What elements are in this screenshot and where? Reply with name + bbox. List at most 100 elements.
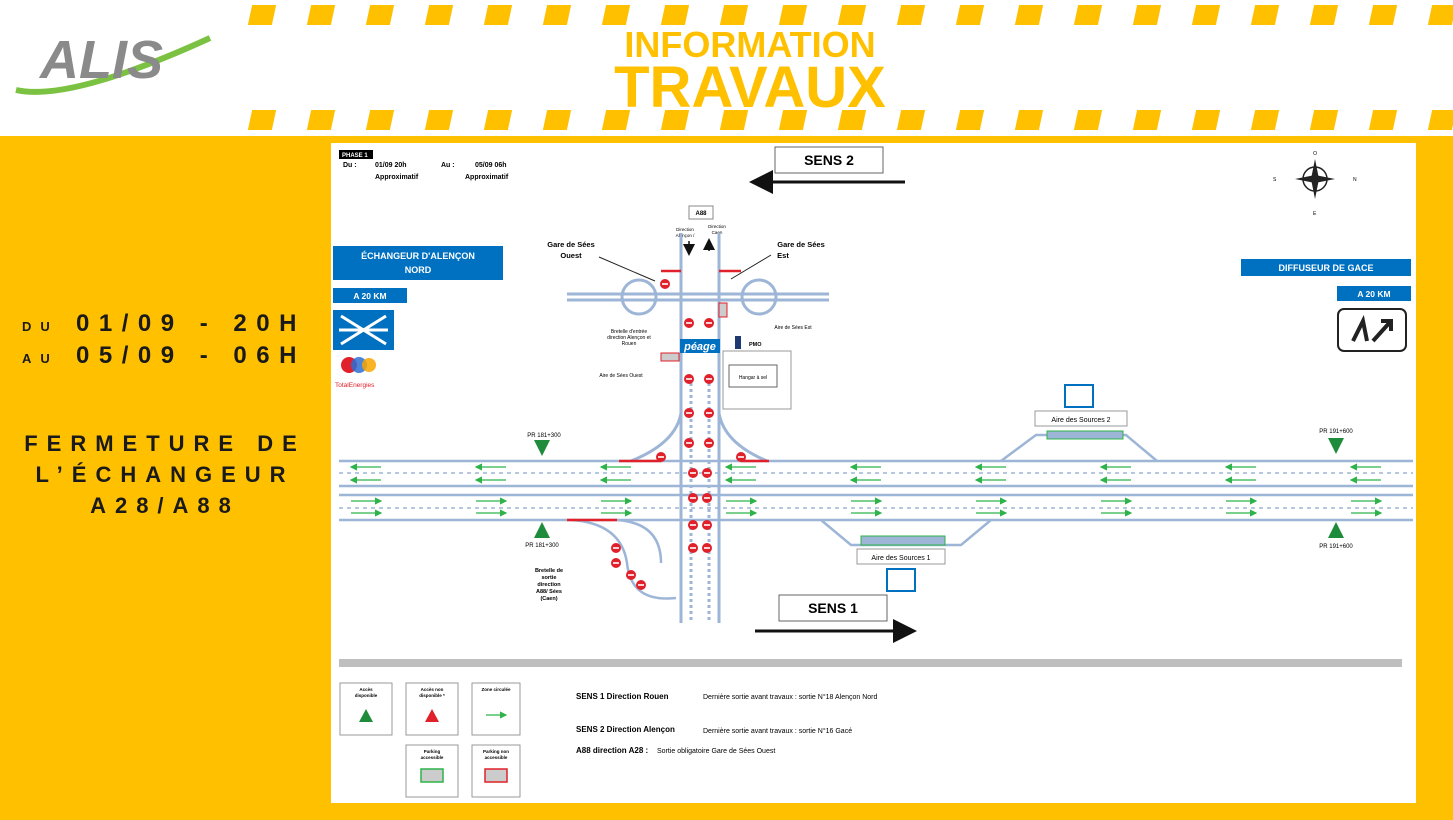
compass-e: E — [1313, 211, 1317, 217]
legend-acces-dispo-2: disponible — [355, 693, 378, 698]
dir-caen-1: Direction — [708, 224, 726, 229]
compass-s: S — [1273, 177, 1277, 183]
hazard-stripe — [601, 5, 631, 25]
hazard-stripe — [1250, 5, 1280, 25]
hazard-stripe — [719, 5, 749, 25]
hangar-inner — [728, 364, 778, 388]
phase-tag — [339, 150, 373, 159]
sens2-label: SENS 2 — [804, 152, 854, 168]
dir-caen-2: Caen — [712, 230, 723, 235]
pr-191-bottom-label: PR 191+600 — [1319, 544, 1353, 550]
au-label: AU — [22, 351, 59, 366]
echangeur-line1: ÉCHANGEUR D'ALENÇON — [361, 251, 475, 261]
no-entry-bar — [628, 574, 634, 576]
title-information: INFORMATION — [624, 24, 876, 65]
aire-sources2-box — [1034, 410, 1128, 427]
map-diagram: PHASE 1 Du : 01/09 20h Approximatif Au :… — [333, 146, 1413, 798]
phase-du-value: 01/09 20h — [375, 162, 407, 169]
gare-est-2: Est — [777, 251, 789, 260]
hazard-stripe — [837, 5, 867, 25]
bretelle-entree-2: direction Alençon et — [607, 335, 651, 341]
aire-sources2-label: Aire des Sources 2 — [1051, 417, 1110, 424]
a88-label: A88 — [695, 211, 707, 217]
closure-line-3: A28/A88 — [90, 493, 240, 518]
pr-181-top-label: PR 181+300 — [527, 433, 561, 439]
hazard-stripe — [1132, 5, 1162, 25]
gare-est-pointer — [730, 254, 772, 280]
hazard-stripe — [778, 5, 808, 25]
du-label: DU — [22, 319, 59, 334]
hazard-stripe — [1250, 110, 1280, 130]
phase-au-label: Au : — [441, 162, 455, 169]
no-entry-bar — [690, 472, 696, 474]
legend-acces-dispo-1: Accès — [359, 687, 373, 692]
alis-logo: ALIS — [15, 30, 212, 95]
no-entry-bar — [686, 442, 692, 444]
aire-sources1-label: Aire des Sources 1 — [871, 555, 930, 562]
hazard-stripe — [365, 5, 395, 25]
header-banner: ALIS INFORMATION TRAVAUX — [0, 0, 1453, 136]
closure-title: FERMETURE DE L’ÉCHANGEUR A28/A88 — [20, 428, 310, 521]
hazard-stripe — [1309, 5, 1339, 25]
legend-parking-acc-2: accessible — [421, 755, 444, 760]
diffuseur-km-sign — [1337, 286, 1411, 301]
no-entry-bar — [706, 378, 712, 380]
no-entry-bar — [706, 412, 712, 414]
legend-zone-circulee — [471, 682, 521, 736]
legend-divider — [339, 659, 1402, 667]
hazard-stripe — [483, 5, 513, 25]
rest-area-icon — [886, 568, 916, 592]
no-entry-bar — [704, 472, 710, 474]
legend-a88-title: A88 direction A28 : — [576, 746, 648, 755]
legend-sens1-text: Dernière sortie avant travaux : sortie N… — [703, 693, 877, 701]
sens2-box — [774, 146, 884, 174]
pmo-marker — [735, 336, 741, 349]
parking-sees-ouest — [660, 352, 680, 362]
diffuseur-km: A 20 KM — [1357, 289, 1390, 299]
pmo-label: PMO — [749, 342, 762, 348]
exit-sign-icon — [1337, 308, 1407, 352]
sens1-box — [778, 594, 888, 622]
gare-est-1: Gare de Sées — [777, 240, 825, 249]
aire-sources1-parking — [860, 535, 946, 546]
no-entry-bar — [613, 562, 619, 564]
gare-ouest-pointer — [598, 256, 656, 282]
legend-parking-green — [420, 768, 444, 783]
works-map: PHASE 1 Du : 01/09 20h Approximatif Au :… — [331, 143, 1416, 803]
phase-label: PHASE 1 — [342, 153, 368, 159]
echangeur-km: A 20 KM — [353, 291, 386, 301]
no-entry-bar — [613, 547, 619, 549]
pr-181-top-triangle — [534, 440, 550, 456]
no-entry-bar — [738, 456, 744, 458]
no-entry-bar — [686, 322, 692, 324]
echangeur-km-sign — [333, 288, 407, 303]
bretelle-sortie-5: (Caen) — [540, 596, 557, 602]
totalenergies-logo: TotalEnergies — [335, 357, 376, 389]
title-travaux: TRAVAUX — [614, 55, 886, 120]
parking-sees-est — [718, 302, 728, 318]
hazard-stripe — [365, 110, 395, 130]
legend-red-triangle — [425, 709, 439, 722]
peage-label: péage — [683, 341, 716, 353]
compass-o: O — [1313, 151, 1317, 157]
echangeur-sign — [333, 246, 503, 280]
hazard-stripe — [247, 5, 277, 25]
phase-du-approx: Approximatif — [375, 174, 419, 181]
no-entry-bar — [704, 524, 710, 526]
legend-parking-red — [484, 768, 508, 783]
hazard-stripe — [483, 110, 513, 130]
bretelle-sortie-4: A88/ Sées — [536, 589, 562, 595]
legend-zone-circulee-label: Zone circulée — [481, 687, 511, 692]
aire-sources2-parking — [1046, 430, 1124, 440]
totalenergies-text: TotalEnergies — [335, 382, 375, 389]
legend-green-triangle — [359, 709, 373, 722]
legend-sens2-text: Dernière sortie avant travaux : sortie N… — [703, 727, 852, 735]
bretelle-entree-1: Bretelle d'entrée — [611, 329, 647, 335]
aire-sees-est: Aire de Sées Est — [774, 325, 812, 331]
hazard-stripe — [955, 5, 985, 25]
legend-parking-non-acc-2: accessible — [485, 755, 508, 760]
hazard-stripe — [542, 5, 572, 25]
peage-sign — [680, 339, 720, 353]
bretelle-sortie-3: direction — [537, 582, 561, 588]
no-entry-bar — [638, 584, 644, 586]
